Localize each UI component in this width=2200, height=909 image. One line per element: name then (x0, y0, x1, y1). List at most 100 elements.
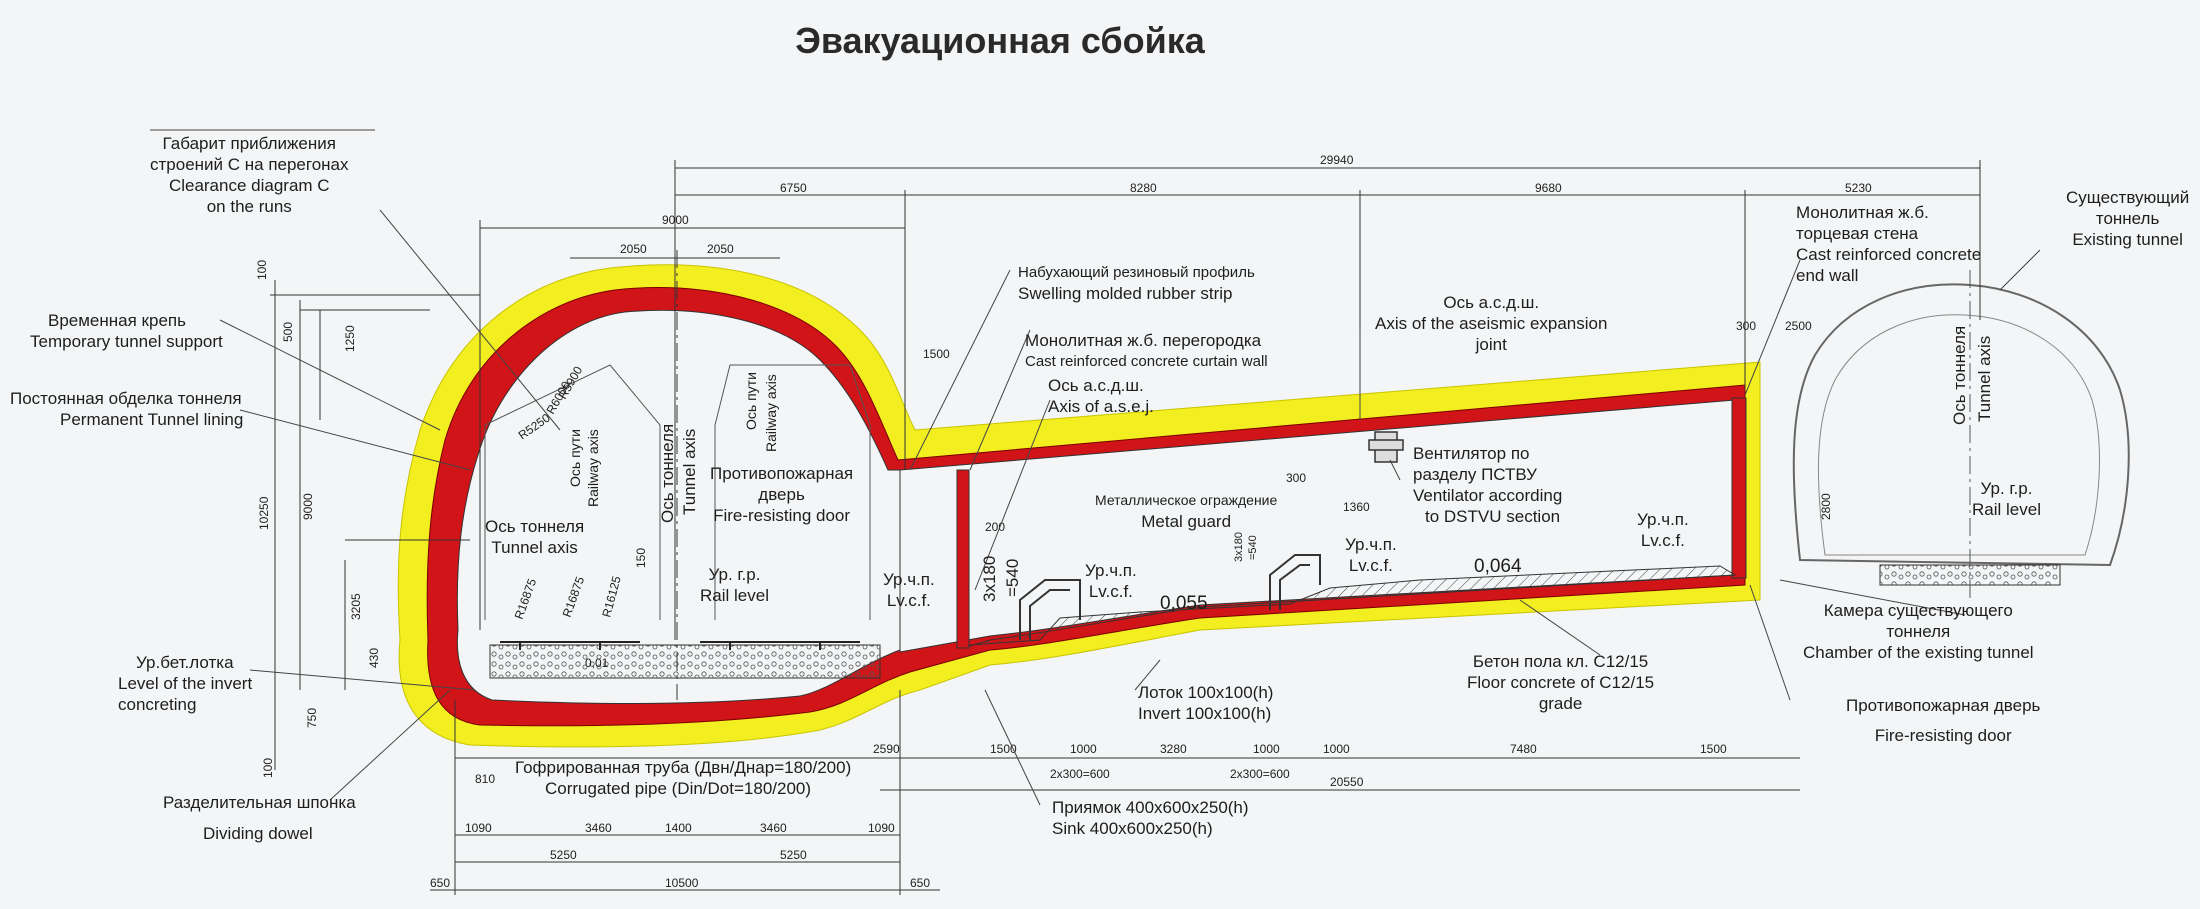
fire-door-left-en: Fire-resisting door (713, 506, 851, 525)
label-swelling-strip: Набухающий резиновый профиль Swelling mo… (1018, 262, 1255, 304)
metal-guard-ru: Металлическое ограждение (1095, 492, 1278, 508)
metal-guard-en: Metal guard (1141, 512, 1232, 531)
vent-ru-1: Вентилятор по (1413, 444, 1530, 463)
label-invert-concreting: Ур.бет.лотка Level of the invert concret… (118, 652, 252, 715)
dim-1000b: 1000 (1253, 742, 1280, 756)
lvcf-tunnel-en: Lv.c.f. (886, 591, 931, 610)
dim-v-100a: 100 (255, 260, 269, 280)
label-rail-level-right: Ур. г.р. Rail level (1972, 478, 2041, 520)
dim-29940: 29940 (1320, 153, 1354, 167)
dim-300b: 300 (1286, 471, 1306, 485)
dim-5230: 5230 (1845, 181, 1872, 195)
lvcf-p3-ru: Ур.ч.п. (1637, 510, 1689, 529)
label-lvcf-passage-2: Ур.ч.п. Lv.c.f. (1345, 534, 1397, 576)
clearance-en-2: on the runs (206, 197, 292, 216)
swelling-ru: Набухающий резиновый профиль (1018, 264, 1255, 281)
label-asej: Ось а.с.д.ш. Axis of a.s.e.j. (1048, 375, 1154, 417)
existing-tunnel-inner (1817, 314, 2100, 556)
slope-0-01: 0,01 (585, 656, 609, 670)
dim-2050b: 2050 (707, 242, 734, 256)
dowel-en: Dividing dowel (203, 824, 313, 843)
floor-en-2: grade (1538, 694, 1583, 713)
track-axis-vertical-left: Ось пути (567, 429, 583, 487)
dim-3x180-left: 3х180 (980, 555, 999, 602)
label-lvcf-passage-3: Ур.ч.п. Lv.c.f. (1637, 509, 1689, 551)
dim-810: 810 (475, 772, 495, 786)
dim-540-small: =540 (1247, 535, 1259, 560)
dim-300: 300 (1736, 319, 1756, 333)
label-permanent-lining: Постоянная обделка тоннеля Permanent Tun… (10, 388, 243, 430)
existing-en: Existing tunnel (2072, 230, 2183, 249)
vent-en-1: Ventilator according (1413, 486, 1563, 505)
rail-level-left-ru: Ур. г.р. (708, 565, 761, 584)
label-fire-door-right: Противопожарная дверь Fire-resisting doo… (1846, 695, 2040, 746)
dim-v-3205: 3205 (349, 593, 363, 620)
dim-3280: 3280 (1160, 742, 1187, 756)
dim-v-430: 430 (367, 648, 381, 668)
label-ventilator: Вентилятор по разделу ПСТВУ Ventilator a… (1413, 443, 1562, 527)
floor-concrete-hatch (969, 565, 1737, 647)
railway-axis-vertical-right: Railway axis (763, 374, 779, 452)
dim-650a: 650 (430, 876, 450, 890)
dim-v-9000: 9000 (301, 493, 315, 520)
label-fire-door-left: Противопожарная дверь Fire-resisting doo… (710, 463, 853, 526)
metal-guard-icons (1019, 554, 1321, 640)
curtain-en: Cast reinforced concrete curtain wall (1025, 353, 1268, 370)
dim-1500: 1500 (923, 347, 950, 361)
dim-5250b: 5250 (780, 848, 807, 862)
dim-7480: 7480 (1510, 742, 1537, 756)
rail-sleepers (500, 641, 860, 650)
dim-2050a: 2050 (620, 242, 647, 256)
dim-v-100b: 100 (261, 758, 275, 778)
clearance-ru-1: Габарит приближения (162, 134, 336, 153)
existing-axis-vertical-en: Tunnel axis (1975, 335, 1994, 422)
label-lvcf-tunnel: Ур.ч.п. Lv.c.f. (883, 569, 935, 611)
floor-en-1: Floor concrete of C12/15 (1467, 673, 1655, 692)
tunnel-axis-ru: Ось тоннеля (485, 517, 585, 536)
dim-1400: 1400 (665, 821, 692, 835)
existing-ru-1: Существующий (2066, 188, 2190, 207)
tunnel-axis-en: Tunnel axis (491, 538, 578, 557)
sink-ru: Приямок 400х600х250(h) (1052, 798, 1249, 817)
label-sink: Приямок 400х600х250(h) Sink 400х600х250(… (1052, 797, 1249, 839)
track-axis-vertical-right: Ось пути (743, 372, 759, 430)
railway-axis-vertical-left: Railway axis (585, 429, 601, 507)
dim-v-750: 750 (305, 708, 319, 728)
fire-door-left-ru-1: Противопожарная (710, 464, 854, 483)
perm-lining-en: Permanent Tunnel lining (60, 410, 244, 429)
label-metal-guard: Металлическое ограждение Metal guard (1095, 490, 1277, 532)
label-tunnel-axis: Ось тоннеля Tunnel axis (485, 516, 584, 558)
label-temporary-support: Временная крепь Temporary tunnel support (30, 310, 223, 352)
end-wall-en-2: end wall (1796, 266, 1859, 285)
lvcf-p3-en: Lv.c.f. (1640, 531, 1685, 550)
fire-door-right-ru: Противопожарная дверь (1846, 696, 2041, 715)
fire-door-left-ru-2: дверь (758, 485, 805, 504)
clearance-en-1: Clearance diagram C (168, 176, 330, 195)
dim-1090b: 1090 (868, 821, 895, 835)
top-dimension-values: 29940 6750 8280 9680 5230 9000 2050 2050… (620, 153, 1872, 361)
asej-en: Axis of a.s.e.j. (1048, 397, 1154, 416)
pipe-en: Corrugated pipe (Din/Dot=180/200) (545, 779, 812, 798)
end-wall-ru-1: Монолитная ж.б. (1796, 203, 1929, 222)
vertical-dimension-values: 100 500 1250 10250 9000 3205 430 750 100… (255, 260, 1833, 778)
page-title: Эвакуационная сбойка (795, 20, 1205, 61)
dim-1500c: 1500 (1700, 742, 1727, 756)
tunnel-inner-void (456, 309, 901, 704)
invert-en-2: concreting (118, 695, 197, 714)
dim-3460a: 3460 (585, 821, 612, 835)
dim-3460b: 3460 (760, 821, 787, 835)
dim-9680: 9680 (1535, 181, 1562, 195)
dim-20550: 20550 (1330, 775, 1364, 789)
vent-en-2: to DSTVU section (1425, 507, 1561, 526)
curtain-wall (956, 469, 970, 649)
dim-1090a: 1090 (465, 821, 492, 835)
label-curtain-wall: Монолитная ж.б. перегородка Cast reinfor… (1025, 330, 1268, 372)
dim-10500: 10500 (665, 876, 699, 890)
dowel-ru: Разделительная шпонка (163, 793, 356, 812)
dim-9000: 9000 (662, 213, 689, 227)
label-rail-level-left: Ур. г.р. Rail level (700, 564, 769, 606)
dim-v-2800: 2800 (1819, 493, 1833, 520)
invert-ru: Ур.бет.лотка (136, 653, 234, 672)
aseismic-en-2: joint (1475, 335, 1507, 354)
